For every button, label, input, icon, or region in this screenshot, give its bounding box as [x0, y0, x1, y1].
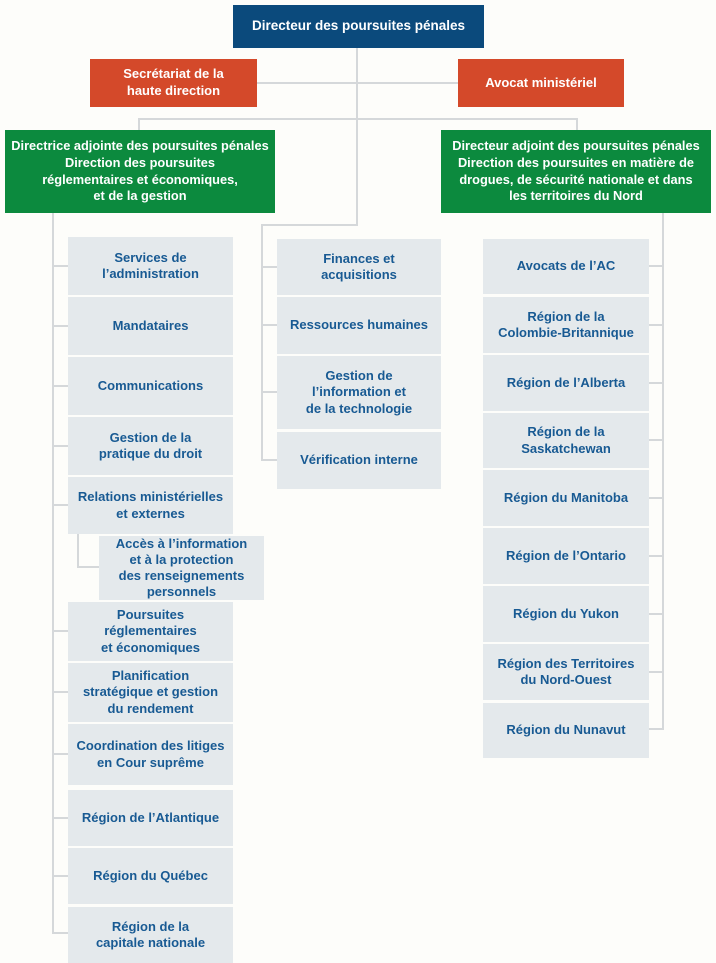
- node-ressources-humaines: Ressources humaines: [277, 297, 441, 354]
- node-label: Région de l’Atlantique: [81, 809, 220, 825]
- connector: [648, 671, 663, 673]
- node-label: Directeur adjoint des poursuites pénales…: [452, 137, 700, 204]
- connector: [52, 691, 68, 693]
- node-directrice-adjointe-reglementaires: Directrice adjointe des poursuites pénal…: [5, 130, 275, 213]
- node-poursuites-reglementaires: Poursuites réglementaires et économiques: [68, 602, 233, 661]
- connector: [52, 504, 68, 506]
- node-region-colombie-britannique: Région de la Colombie-Britannique: [483, 297, 649, 353]
- connector: [138, 118, 578, 120]
- node-label: Directeur des poursuites pénales: [251, 18, 466, 34]
- node-avocat-ministeriel: Avocat ministériel: [458, 59, 624, 107]
- node-label: Relations ministérielles et externes: [77, 489, 224, 521]
- node-region-territoires-nord-ouest: Région des Territoires du Nord-Ouest: [483, 644, 649, 700]
- connector: [261, 224, 263, 461]
- connector: [52, 875, 68, 877]
- node-label: Services de l’administration: [102, 249, 199, 281]
- connector: [52, 630, 68, 632]
- connector: [648, 613, 663, 615]
- connector: [52, 325, 68, 327]
- connector: [256, 82, 459, 84]
- connector: [648, 555, 663, 557]
- connector: [52, 213, 54, 934]
- node-label: Gestion de la pratique du droit: [98, 429, 203, 461]
- connector: [52, 932, 68, 934]
- connector: [648, 497, 663, 499]
- connector: [52, 753, 68, 755]
- node-coordination-litiges: Coordination des litiges en Cour suprême: [68, 724, 233, 785]
- connector: [52, 817, 68, 819]
- node-label: Secrétariat de la haute direction: [123, 66, 224, 98]
- node-communications: Communications: [68, 357, 233, 415]
- node-label: Poursuites réglementaires et économiques: [101, 607, 200, 655]
- node-label: Région de l’Alberta: [506, 374, 626, 390]
- node-label: Coordination des litiges en Cour suprême: [76, 738, 225, 770]
- connector: [261, 224, 358, 226]
- node-relations-ministerielles: Relations ministérielles et externes: [68, 477, 233, 534]
- connector: [52, 385, 68, 387]
- node-label: Accès à l’information et à la protection…: [115, 535, 248, 600]
- node-label: Mandataires: [112, 317, 189, 333]
- connector: [261, 324, 277, 326]
- node-label: Communications: [97, 377, 204, 393]
- connector: [648, 265, 663, 267]
- node-region-capitale-nationale: Région de la capitale nationale: [68, 907, 233, 963]
- node-label: Région du Nunavut: [506, 722, 626, 738]
- node-region-ontario: Région de l’Ontario: [483, 528, 649, 584]
- node-label: Vérification interne: [300, 452, 418, 468]
- node-label: Avocat ministériel: [485, 74, 597, 90]
- connector: [261, 459, 277, 461]
- node-region-atlantique: Région de l’Atlantique: [68, 790, 233, 846]
- node-verification-interne: Vérification interne: [277, 432, 441, 489]
- connector: [648, 728, 663, 730]
- connector: [648, 439, 663, 441]
- connector: [648, 382, 663, 384]
- connector: [77, 534, 79, 568]
- node-region-manitoba: Région du Manitoba: [483, 470, 649, 526]
- node-label: Région de l’Ontario: [506, 547, 626, 563]
- node-acces-information: Accès à l’information et à la protection…: [99, 536, 264, 600]
- node-region-nunavut: Région du Nunavut: [483, 703, 649, 758]
- connector: [648, 324, 663, 326]
- node-region-alberta: Région de l’Alberta: [483, 355, 649, 411]
- node-label: Ressources humaines: [289, 317, 428, 333]
- node-directeur-poursuites-penales: Directeur des poursuites pénales: [233, 5, 484, 48]
- node-label: Région du Québec: [93, 867, 208, 883]
- node-secretariat-haute-direction: Secrétariat de la haute direction: [90, 59, 257, 107]
- node-label: Région de la Saskatchewan: [521, 424, 611, 456]
- node-services-administration: Services de l’administration: [68, 237, 233, 295]
- node-region-yukon: Région du Yukon: [483, 586, 649, 642]
- node-label: Région de la capitale nationale: [95, 918, 206, 950]
- node-label: Région du Manitoba: [503, 489, 629, 505]
- node-planification-strategique: Planification stratégique et gestion du …: [68, 663, 233, 722]
- connector: [138, 118, 140, 131]
- connector: [261, 266, 277, 268]
- node-finances-acquisitions: Finances et acquisitions: [277, 239, 441, 295]
- node-label: Région des Territoires du Nord-Ouest: [497, 655, 635, 687]
- node-gestion-pratique-droit: Gestion de la pratique du droit: [68, 417, 233, 475]
- node-label: Planification stratégique et gestion du …: [82, 668, 219, 716]
- connector: [576, 118, 578, 131]
- node-avocats-ac: Avocats de l’AC: [483, 239, 649, 294]
- node-label: Directrice adjointe des poursuites pénal…: [11, 137, 269, 204]
- node-gestion-information-technologie: Gestion de l’information et de la techno…: [277, 356, 441, 429]
- connector: [261, 391, 277, 393]
- connector: [52, 265, 68, 267]
- node-label: Gestion de l’information et de la techno…: [305, 368, 413, 416]
- node-label: Région du Yukon: [513, 605, 619, 621]
- connector: [356, 48, 358, 226]
- connector: [52, 445, 68, 447]
- node-label: Avocats de l’AC: [516, 258, 616, 274]
- node-mandataires: Mandataires: [68, 297, 233, 355]
- node-region-saskatchewan: Région de la Saskatchewan: [483, 413, 649, 468]
- connector: [77, 566, 99, 568]
- node-region-quebec: Région du Québec: [68, 848, 233, 904]
- node-directeur-adjoint-drogues: Directeur adjoint des poursuites pénales…: [441, 130, 711, 213]
- connector: [662, 213, 664, 730]
- node-label: Région de la Colombie-Britannique: [498, 308, 634, 340]
- node-label: Finances et acquisitions: [321, 250, 397, 282]
